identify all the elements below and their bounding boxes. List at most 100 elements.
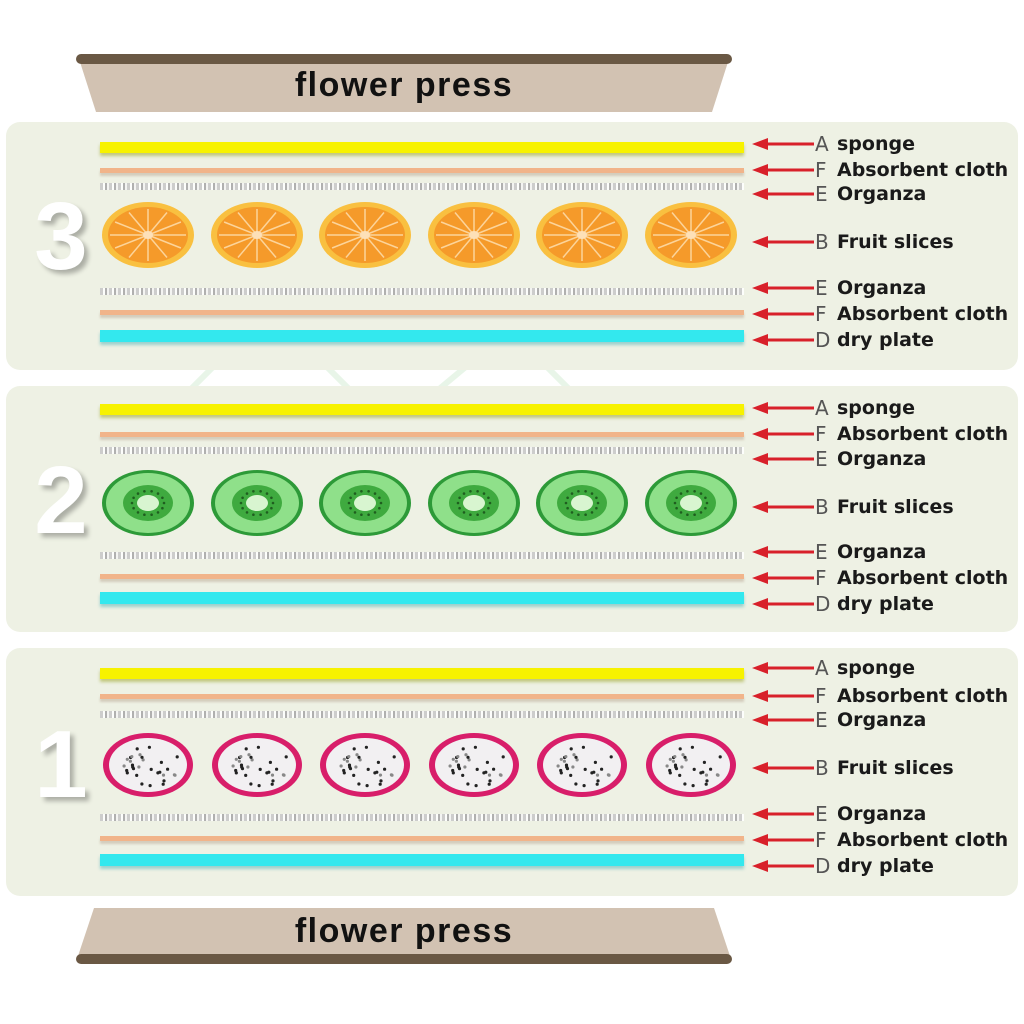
- fruit-row: [102, 470, 748, 540]
- orange-slice: [210, 202, 303, 272]
- red-arrow-left-icon: [752, 690, 814, 702]
- absorbent-cloth-layer: [100, 432, 744, 437]
- red-arrow-left-icon: [752, 714, 814, 726]
- kiwi-slice: [427, 470, 520, 540]
- organza-layer: [100, 447, 744, 454]
- layer-name: dry plate: [837, 855, 934, 877]
- layer-letter: E: [815, 276, 828, 300]
- layer-letter: A: [815, 396, 829, 420]
- red-arrow-left-icon: [752, 138, 814, 150]
- dragon-fruit-slice: [536, 732, 628, 802]
- red-arrow-left-icon: [752, 501, 814, 513]
- organza-layer: [100, 183, 744, 190]
- organza-layer: [100, 288, 744, 295]
- red-arrow-left-icon: [752, 334, 814, 346]
- layer-label: F Absorbent cloth: [752, 302, 1008, 326]
- red-arrow-left-icon: [752, 188, 814, 200]
- layer-name: Absorbent cloth: [837, 303, 1009, 325]
- flower-press-bottom: flower press: [76, 906, 732, 966]
- layer-letter: E: [815, 802, 828, 826]
- fruit-row: [102, 732, 748, 802]
- stack-number: 1: [34, 711, 88, 818]
- kiwi-slice: [536, 470, 628, 540]
- layer-name: sponge: [837, 133, 915, 155]
- red-arrow-left-icon: [752, 860, 814, 872]
- layer-name: Organza: [837, 448, 927, 470]
- layer-letter: E: [815, 708, 828, 732]
- red-arrow-left-icon: [752, 164, 814, 176]
- dragon-fruit-slice: [428, 732, 520, 802]
- orange-slice: [102, 202, 194, 272]
- press-label-bottom: flower press: [294, 912, 514, 950]
- red-arrow-left-icon: [752, 546, 814, 558]
- organza-layer: [100, 711, 744, 718]
- layer-label: F Absorbent cloth: [752, 422, 1008, 446]
- absorbent-cloth-layer: [100, 168, 744, 173]
- stack-number: 3: [34, 183, 88, 290]
- layer-letter: F: [815, 302, 827, 326]
- stack-number: 2: [34, 447, 88, 554]
- layer-name: Fruit slices: [837, 231, 954, 253]
- sponge-layer: [100, 404, 744, 415]
- layer-name: dry plate: [837, 593, 934, 615]
- red-arrow-left-icon: [752, 453, 814, 465]
- layer-letter: F: [815, 566, 827, 590]
- fruit-row: [102, 202, 748, 272]
- layer-label: F Absorbent cloth: [752, 566, 1008, 590]
- layer-stack-3: 3: [6, 122, 1018, 370]
- layer-stack-1: 1: [6, 648, 1018, 896]
- absorbent-cloth-layer: [100, 310, 744, 315]
- red-arrow-left-icon: [752, 572, 814, 584]
- kiwi-slice: [644, 470, 737, 540]
- layer-letter: D: [815, 854, 831, 878]
- red-arrow-left-icon: [752, 834, 814, 846]
- press-board-top-shape: [76, 54, 732, 112]
- dry-plate-layer: [100, 330, 744, 342]
- sponge-layer: [100, 668, 744, 679]
- flower-press-top: flower press: [76, 54, 732, 114]
- kiwi-slice: [210, 470, 303, 540]
- absorbent-cloth-layer: [100, 574, 744, 579]
- orange-slice: [536, 202, 628, 272]
- layer-label: E Organza: [752, 276, 926, 300]
- dragon-fruit-slice: [645, 732, 737, 802]
- organza-layer: [100, 814, 744, 821]
- dragon-fruit-slice: [319, 732, 411, 802]
- layer-letter: B: [815, 756, 829, 780]
- layer-name: Absorbent cloth: [837, 567, 1009, 589]
- red-arrow-left-icon: [752, 282, 814, 294]
- layer-letter: D: [815, 592, 831, 616]
- layer-name: sponge: [837, 397, 915, 419]
- layer-letter: F: [815, 422, 827, 446]
- sponge-layer: [100, 142, 744, 153]
- dragon-fruit-slice: [211, 732, 303, 802]
- layer-name: Organza: [837, 277, 927, 299]
- layer-name: Absorbent cloth: [837, 159, 1009, 181]
- layer-letter: B: [815, 495, 829, 519]
- layer-letter: E: [815, 447, 828, 471]
- layer-letter: E: [815, 540, 828, 564]
- layer-label: E Organza: [752, 447, 926, 471]
- orange-slice: [427, 202, 520, 272]
- layer-name: Absorbent cloth: [837, 423, 1009, 445]
- layer-letter: A: [815, 656, 829, 680]
- dragon-fruit-slice: [102, 732, 194, 802]
- red-arrow-left-icon: [752, 308, 814, 320]
- red-arrow-left-icon: [752, 662, 814, 674]
- dry-plate-layer: [100, 854, 744, 866]
- layer-name: dry plate: [837, 329, 934, 351]
- layer-letter: A: [815, 132, 829, 156]
